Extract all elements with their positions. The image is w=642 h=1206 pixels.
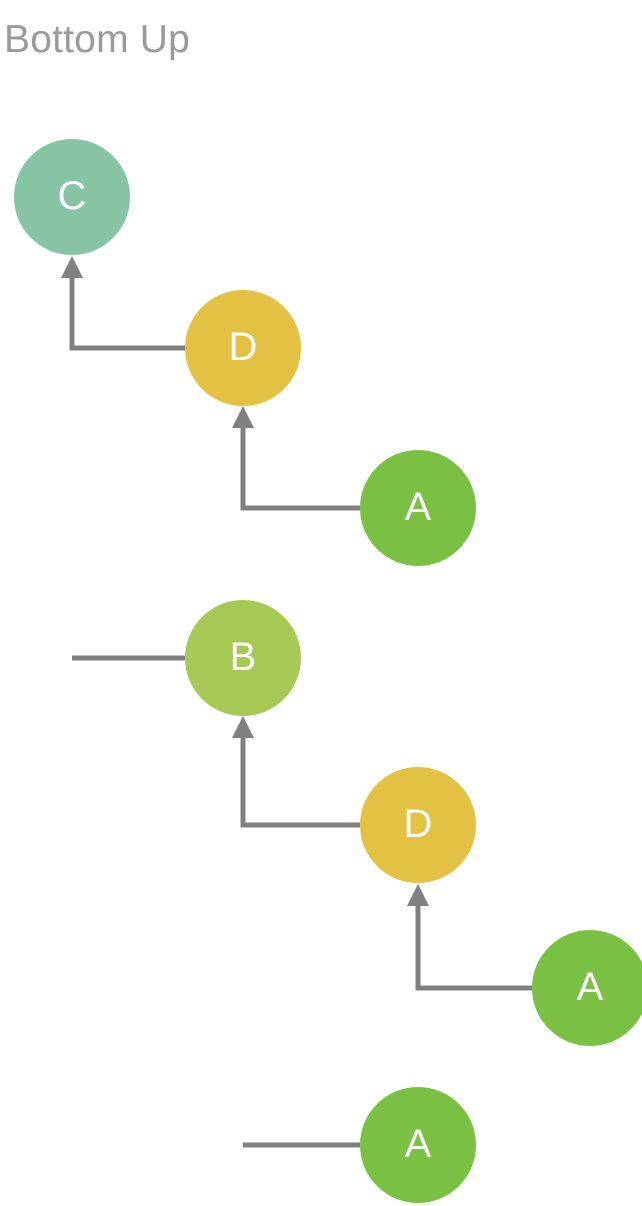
edge-d2-to-b1	[240, 722, 360, 828]
arrowhead-d1-to-c1	[61, 256, 83, 278]
node-label: A	[404, 1122, 432, 1166]
edge-d1-to-c1	[69, 262, 185, 351]
node-d1[interactable]: D	[185, 290, 301, 406]
arrowhead-a2-to-d2	[407, 884, 429, 906]
node-d2[interactable]: D	[360, 767, 476, 883]
node-label: A	[576, 965, 604, 1009]
node-label: D	[228, 325, 258, 369]
edge-a2-to-d2	[415, 890, 532, 991]
arrowhead-d2-to-b1	[232, 716, 254, 738]
edge-a1-to-d1	[240, 412, 360, 511]
arrowhead-a1-to-d1	[232, 406, 254, 428]
node-label: D	[403, 802, 433, 846]
node-label: B	[229, 635, 257, 679]
node-label: C	[57, 174, 87, 218]
page-title: Bottom Up	[4, 18, 191, 61]
node-a1[interactable]: A	[360, 450, 476, 566]
node-label: A	[404, 485, 432, 529]
node-a2[interactable]: A	[532, 930, 642, 1046]
node-b1[interactable]: B	[185, 600, 301, 716]
node-c1[interactable]: C	[14, 139, 130, 255]
node-a3[interactable]: A	[360, 1087, 476, 1203]
